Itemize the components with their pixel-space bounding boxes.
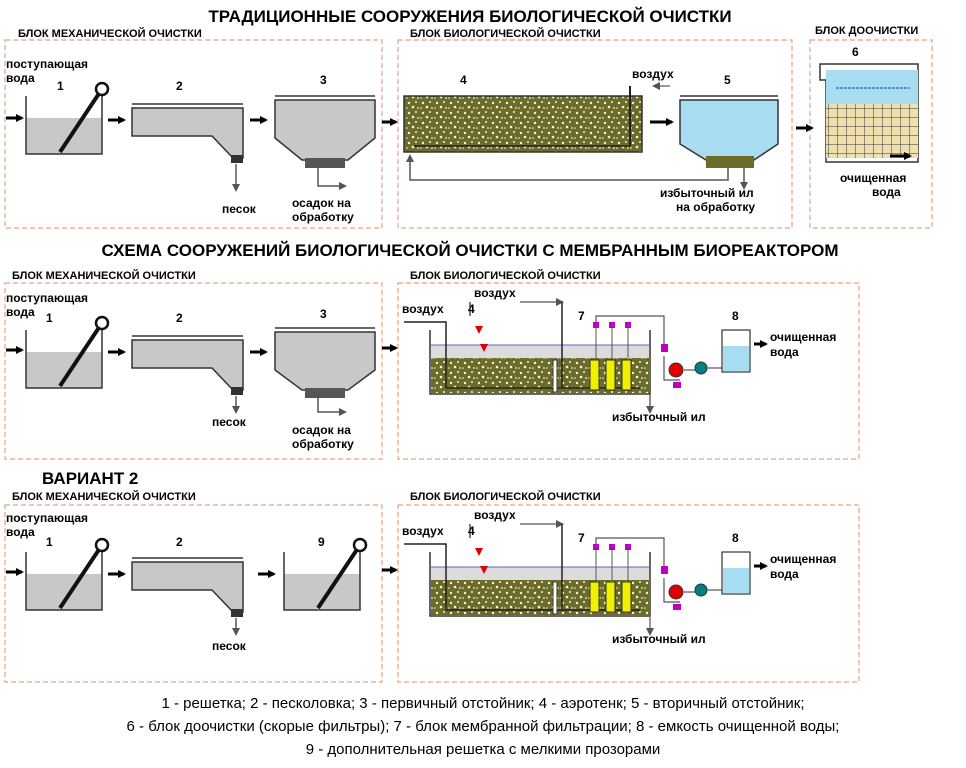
sand-label-row1: песок [222, 202, 257, 216]
screen-tank-row3 [25, 537, 110, 611]
inflow-label-2a: поступающая [6, 291, 88, 305]
treated-label-row1a: очищенная [840, 171, 906, 185]
inflow-label-3b: вода [6, 525, 35, 539]
title-traditional: ТРАДИЦИОННЫЕ СООРУЖЕНИЯ БИОЛОГИЧЕСКОЙ ОЧ… [208, 7, 731, 26]
treated-label-row3a: очищенная [770, 552, 836, 566]
inflow-label-1b: вода [6, 71, 35, 85]
title-membrane: СХЕМА СООРУЖЕНИЙ БИОЛОГИЧЕСКОЙ ОЧИСТКИ С… [101, 241, 838, 260]
aerotank-row1 [403, 82, 670, 153]
num-7-row3: 7 [578, 531, 585, 545]
inflow-label-2b: вода [6, 305, 35, 319]
primary-clarifier-row1 [274, 95, 376, 190]
treated-label-row2a: очищенная [770, 330, 836, 344]
num-2-row2: 2 [176, 311, 183, 325]
excess-label-row1b: на обработку [676, 200, 755, 214]
num-8-row3: 8 [732, 531, 739, 545]
mbr-aerotank-row2 [404, 298, 768, 414]
sand-trap-row1 [131, 103, 244, 192]
inflow-label-1a: поступающая [6, 57, 88, 71]
block-mechanical-3 [4, 504, 383, 683]
num-6: 6 [852, 45, 859, 59]
inflow-label-3a: поступающая [6, 511, 88, 525]
block-label-post-treatment: БЛОК ДООЧИСТКИ [815, 25, 918, 37]
rapid-filter [819, 63, 919, 163]
excess-label-row2: избыточный ил [612, 410, 706, 424]
excess-label-row1a: избыточный ил [660, 186, 754, 200]
num-2-row3: 2 [176, 535, 183, 549]
sludge-label-row1b: обработку [292, 210, 354, 224]
air-label-row2b: воздух [474, 286, 516, 300]
num-7-row2: 7 [578, 309, 585, 323]
excess-label-row3: избыточный ил [612, 632, 706, 646]
num-8-row2: 8 [732, 309, 739, 323]
title-variant2: ВАРИАНТ 2 [42, 469, 138, 488]
block-label-biological-3: БЛОК БИОЛОГИЧЕСКОЙ ОЧИСТКИ [410, 490, 601, 503]
num-1-row1: 1 [57, 79, 64, 93]
sand-trap-row2 [131, 335, 244, 414]
screen-tank-row1 [25, 81, 110, 155]
sludge-label-row2a: осадок на [292, 423, 351, 437]
num-4-row1: 4 [460, 73, 467, 87]
block-label-mechanical-3: БЛОК МЕХАНИЧЕСКОЙ ОЧИСТКИ [12, 490, 196, 503]
block-biological-3 [397, 504, 860, 683]
treated-label-row1b: вода [872, 185, 901, 199]
num-5-row1: 5 [724, 73, 731, 87]
num-1-row3: 1 [46, 535, 53, 549]
treated-label-row2b: вода [770, 345, 799, 359]
secondary-clarifier-row1 [406, 95, 779, 190]
sludge-label-row1a: осадок на [292, 196, 351, 210]
sludge-label-row2b: обработку [292, 437, 354, 451]
block-label-mechanical-2: БЛОК МЕХАНИЧЕСКОЙ ОЧИСТКИ [12, 269, 196, 282]
block-label-biological-1: БЛОК БИОЛОГИЧЕСКОЙ ОЧИСТКИ [410, 27, 601, 40]
block-biological-2 [397, 282, 860, 460]
num-4-row2: 4 [468, 302, 475, 316]
air-label-row3a: воздух [402, 524, 444, 538]
num-1-row2: 1 [46, 311, 53, 325]
legend-line-3: 9 - дополнительная решетка с мелкими про… [306, 741, 661, 758]
legend-line-1: 1 - решетка; 2 - песколовка; 3 - первичн… [161, 695, 804, 712]
num-9: 9 [318, 535, 325, 549]
treated-label-row3b: вода [770, 567, 799, 581]
legend-line-2: 6 - блок доочистки (скорые фильтры); 7 -… [127, 718, 840, 735]
block-label-biological-2: БЛОК БИОЛОГИЧЕСКОЙ ОЧИСТКИ [410, 269, 601, 282]
fine-screen-row3 [283, 537, 368, 611]
sand-trap-row3 [131, 557, 244, 636]
block-mechanical-2 [4, 282, 383, 460]
num-4-row3: 4 [468, 524, 475, 538]
screen-tank-row2 [25, 315, 110, 389]
block-label-mechanical-1: БЛОК МЕХАНИЧЕСКОЙ ОЧИСТКИ [18, 27, 202, 40]
air-label-row2a: воздух [402, 302, 444, 316]
mbr-aerotank-row3 [404, 520, 768, 636]
block-mechanical-1 [4, 39, 383, 229]
num-2-row1: 2 [176, 79, 183, 93]
primary-clarifier-row2 [274, 327, 376, 416]
block-post-treatment [809, 39, 933, 229]
num-3-row2: 3 [320, 307, 327, 321]
sand-label-row2: песок [212, 415, 247, 429]
air-label-row3b: воздух [474, 508, 516, 522]
block-biological-1 [397, 39, 793, 229]
sand-label-row3: песок [212, 639, 247, 653]
num-3-row1: 3 [320, 73, 327, 87]
air-label-row1: воздух [632, 67, 674, 81]
